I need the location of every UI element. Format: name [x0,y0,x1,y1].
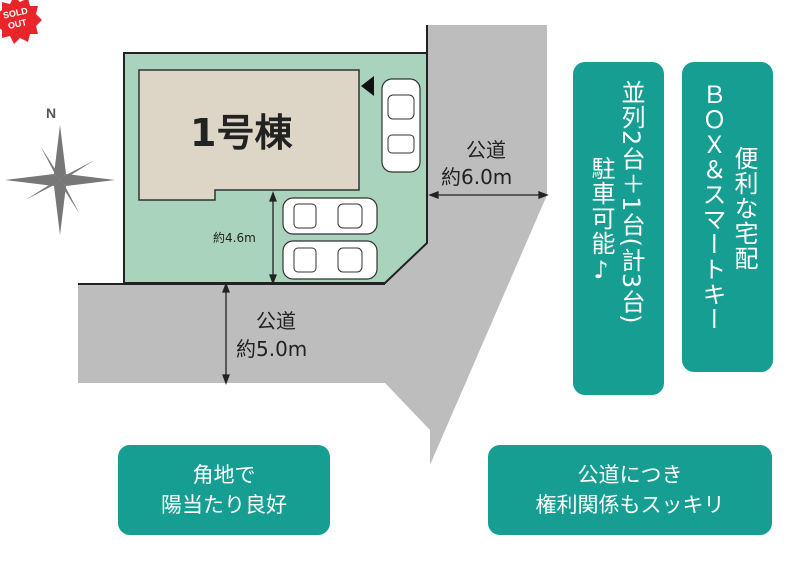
car-icon [381,78,421,173]
parking-line2: 駐車可能♪ [587,156,615,285]
car-icon [282,240,378,280]
public-road-feature-box: 公道につき 権利関係もスッキリ [488,445,772,535]
svg-text:N: N [46,105,56,121]
sold-out-badge: SOLD OUT [0,0,42,44]
parking-line1: 並列2台＋1台(計3台) [617,80,645,325]
svg-text:OUT: OUT [7,17,28,31]
entrance-marker-icon [361,76,374,96]
east-road-name: 公道 [466,138,506,162]
compass-rose-icon: N [5,105,115,235]
corner-line2: 陽当たり良好 [161,493,287,517]
car-icon [282,197,378,235]
delivery-line2: ＢＯＸ＆スマートキー [698,82,726,332]
corner-lot-feature-box: 角地で 陽当たり良好 [118,445,330,535]
corner-line1: 角地で [192,463,256,487]
delivery-line1: 便利な宅配 [730,146,758,271]
public-road-line2: 権利関係もスッキリ [535,493,725,517]
building-1 [138,69,360,201]
south-road-name: 公道 [256,309,296,333]
south-road-width: 約5.0m [236,337,308,361]
east-road-width: 約6.0m [441,165,513,189]
depth-label: 約4.6m [213,231,256,245]
road-area [78,25,547,465]
parking-feature-box: 並列2台＋1台(計3台) 駐車可能♪ [573,62,664,395]
dimension-lines [222,191,549,385]
public-road-line1: 公道につき [577,463,683,487]
building-label: 1号棟 [190,111,293,155]
delivery-feature-box: 便利な宅配 ＢＯＸ＆スマートキー [682,62,773,372]
